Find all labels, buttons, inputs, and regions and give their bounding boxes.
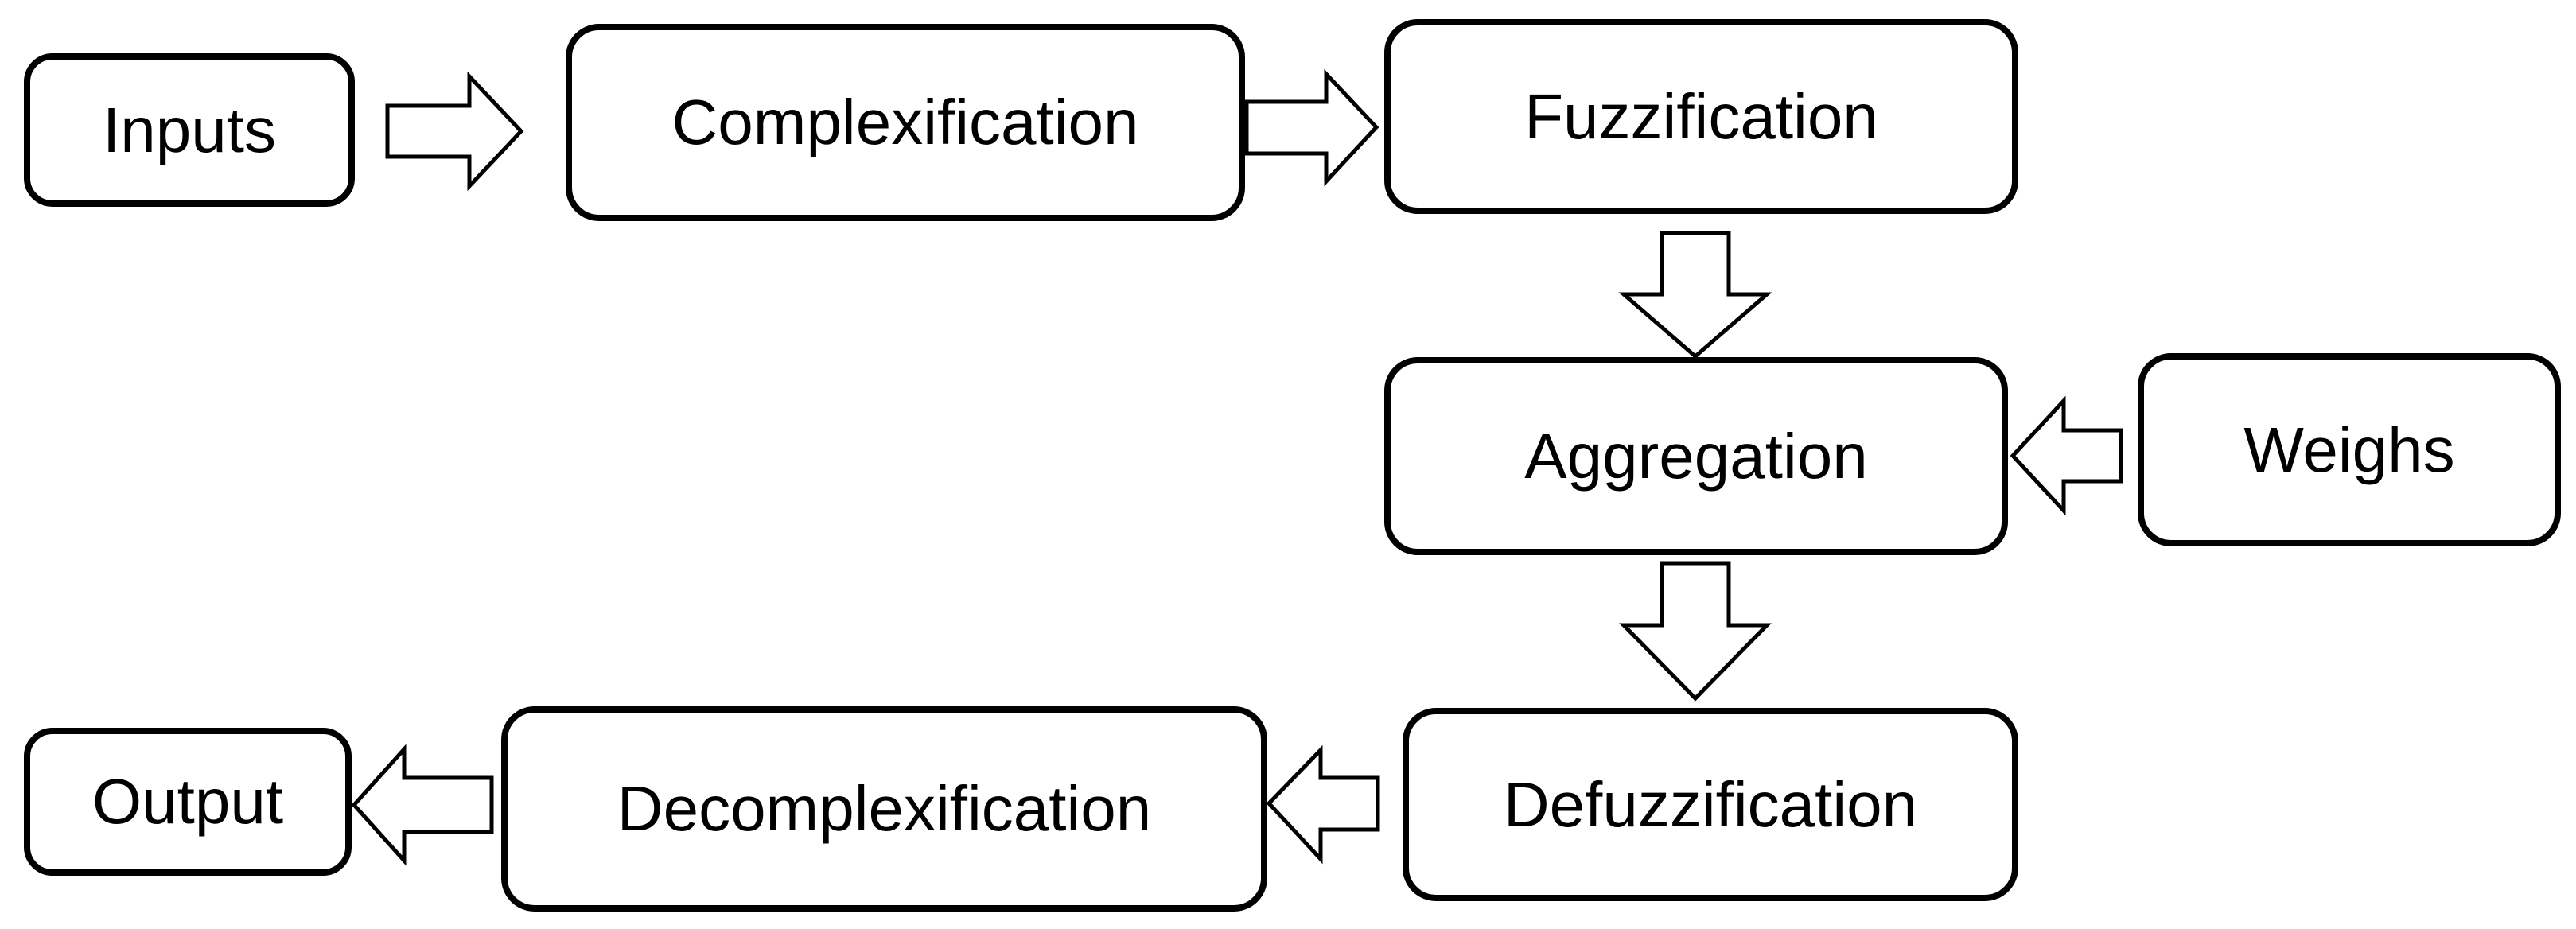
- node-decomplexification: Decomplexification: [501, 706, 1267, 912]
- node-output: Output: [24, 728, 352, 876]
- arrow-defuzzification-to-decomplexification-icon: [1266, 744, 1380, 865]
- arrow-decomplexification-to-output-icon: [351, 744, 494, 866]
- node-decomplexification-label: Decomplexification: [617, 773, 1152, 844]
- node-complexification: Complexification: [566, 24, 1245, 221]
- node-defuzzification-label: Defuzzification: [1503, 768, 1918, 840]
- arrow-inputs-to-complexification-icon: [385, 71, 524, 192]
- arrow-complexification-to-fuzzification-icon: [1244, 68, 1379, 187]
- node-aggregation: Aggregation: [1384, 357, 2008, 555]
- node-defuzzification: Defuzzification: [1403, 708, 2018, 901]
- node-aggregation-label: Aggregation: [1524, 420, 1868, 492]
- node-fuzzification: Fuzzification: [1384, 19, 2018, 214]
- node-output-label: Output: [91, 766, 284, 837]
- arrow-weighs-to-aggregation-icon: [2010, 395, 2123, 516]
- node-weighs-label: Weighs: [2243, 414, 2455, 485]
- arrow-aggregation-to-defuzzification-icon: [1619, 561, 1772, 702]
- node-weighs: Weighs: [2138, 353, 2561, 546]
- node-inputs: Inputs: [24, 53, 355, 207]
- node-complexification-label: Complexification: [671, 87, 1139, 157]
- node-fuzzification-label: Fuzzification: [1524, 80, 1878, 152]
- node-inputs-label: Inputs: [103, 94, 276, 165]
- arrow-fuzzification-to-aggregation-icon: [1618, 231, 1772, 360]
